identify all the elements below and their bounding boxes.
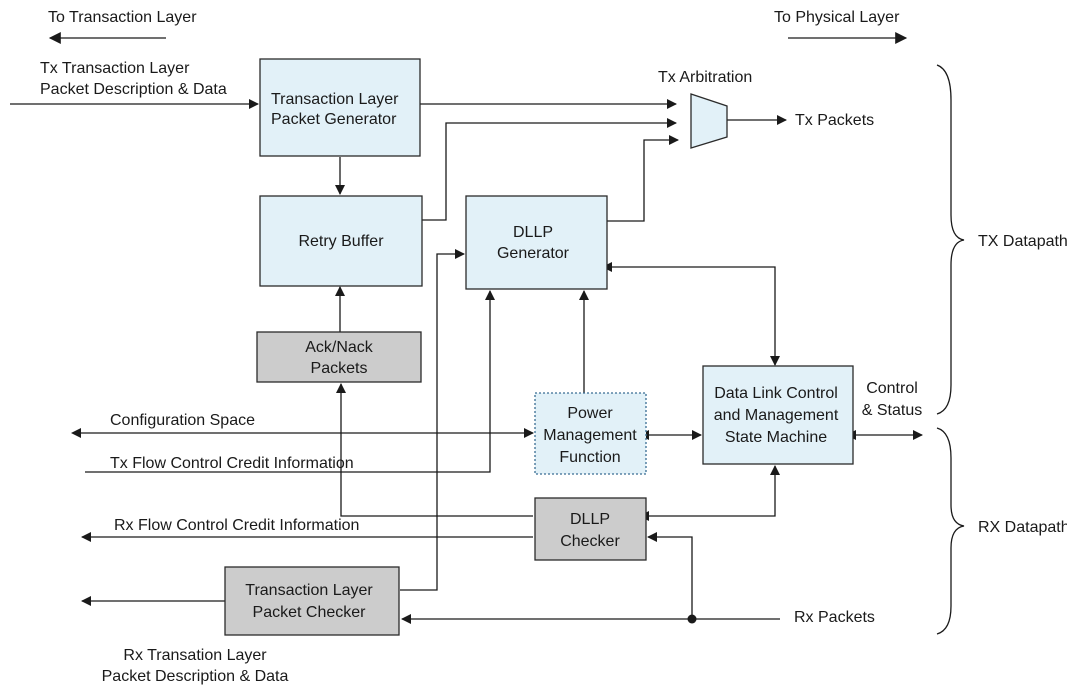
to-transaction-layer-label: To Transaction Layer bbox=[48, 9, 197, 26]
tlp-checker-to-dllp-wire bbox=[400, 249, 465, 591]
rx-datapath-group: RX Datapath bbox=[936, 427, 1067, 635]
rx-datapath-label: RX Datapath bbox=[978, 519, 1067, 536]
configuration-space-label: Configuration Space bbox=[110, 412, 255, 429]
power-management-label-3: Function bbox=[559, 449, 620, 466]
tlp-checker-label-1: Transaction Layer bbox=[245, 582, 373, 599]
checker-to-control-wire bbox=[639, 465, 780, 521]
ack-nack-block: Ack/Nack Packets bbox=[256, 331, 422, 383]
rx-tl-output-label-1: Rx Transation Layer bbox=[123, 647, 267, 664]
tx-datapath-label: TX Datapath bbox=[978, 233, 1067, 250]
to-physical-layer-label: To Physical Layer bbox=[774, 9, 900, 26]
retry-to-arbiter-wire bbox=[420, 118, 677, 221]
tlp-checker-block: Transaction Layer Packet Checker bbox=[224, 566, 400, 636]
tx-flow-control-label: Tx Flow Control Credit Information bbox=[110, 455, 354, 472]
power-management-block: Power Management Function bbox=[534, 392, 647, 475]
dl-control-block: Data Link Control and Management State M… bbox=[702, 365, 854, 465]
tx-arbitration-mux bbox=[690, 93, 728, 149]
tlp-checker-box bbox=[224, 566, 400, 636]
ack-nack-label-1: Ack/Nack bbox=[305, 339, 374, 356]
tx-flow-control-wire bbox=[85, 290, 495, 473]
tx-datapath-group: TX Datapath bbox=[936, 64, 1067, 415]
dl-control-label-1: Data Link Control bbox=[714, 385, 838, 402]
power-management-label-1: Power bbox=[567, 405, 613, 422]
dllp-checker-box bbox=[534, 497, 647, 561]
dllp-to-arbiter-wire bbox=[607, 135, 679, 222]
tlp-generator-block: Transaction Layer Packet Generator bbox=[259, 58, 421, 157]
dl-control-label-2: and Management bbox=[714, 407, 839, 424]
dl-control-label-3: State Machine bbox=[725, 429, 827, 446]
rx-packets-junction bbox=[687, 614, 697, 624]
dllp-generator-label-2: Generator bbox=[497, 245, 570, 262]
ack-nack-label-2: Packets bbox=[311, 360, 368, 377]
tx-arbitration: Tx Arbitration bbox=[658, 69, 752, 149]
tx-tl-input-label-1: Tx Transaction Layer bbox=[40, 60, 190, 77]
tlp-generator-label-1: Transaction Layer bbox=[271, 91, 399, 108]
retry-buffer-label: Retry Buffer bbox=[298, 233, 384, 250]
rx-datapath-brace bbox=[936, 427, 965, 635]
dllp-to-control-wire bbox=[602, 262, 780, 366]
wires bbox=[10, 99, 923, 624]
retry-buffer-box bbox=[259, 195, 423, 287]
dllp-generator-box bbox=[465, 195, 608, 290]
control-status-label-2: & Status bbox=[862, 402, 922, 419]
dllp-checker-label-1: DLLP bbox=[570, 511, 610, 528]
rx-packets-to-checker-wire bbox=[647, 532, 693, 619]
dllp-generator-label-1: DLLP bbox=[513, 224, 553, 241]
ack-nack-box bbox=[256, 331, 422, 383]
power-management-box bbox=[534, 392, 647, 475]
rx-flow-control-label: Rx Flow Control Credit Information bbox=[114, 517, 359, 534]
retry-buffer-block: Retry Buffer bbox=[259, 195, 423, 287]
to-physical-layer: To Physical Layer bbox=[774, 9, 908, 44]
rx-packets-label: Rx Packets bbox=[794, 609, 875, 626]
control-status-label-1: Control bbox=[866, 380, 918, 397]
dllp-checker-block: DLLP Checker bbox=[534, 497, 647, 561]
rx-tl-output-label-2: Packet Description & Data bbox=[102, 668, 289, 685]
tx-datapath-brace bbox=[936, 64, 965, 415]
tlp-generator-box bbox=[259, 58, 421, 157]
dl-control-box bbox=[702, 365, 854, 465]
tx-packets-label: Tx Packets bbox=[795, 112, 874, 129]
tlp-generator-label-2: Packet Generator bbox=[271, 111, 397, 128]
dllp-checker-label-2: Checker bbox=[560, 533, 620, 550]
tx-tl-input-label-2: Packet Description & Data bbox=[40, 81, 227, 98]
dllp-generator-block: DLLP Generator bbox=[465, 195, 608, 290]
to-transaction-layer: To Transaction Layer bbox=[48, 9, 197, 44]
power-management-label-2: Management bbox=[543, 427, 637, 444]
tx-arbitration-label: Tx Arbitration bbox=[658, 69, 752, 86]
tlp-checker-label-2: Packet Checker bbox=[253, 604, 367, 621]
